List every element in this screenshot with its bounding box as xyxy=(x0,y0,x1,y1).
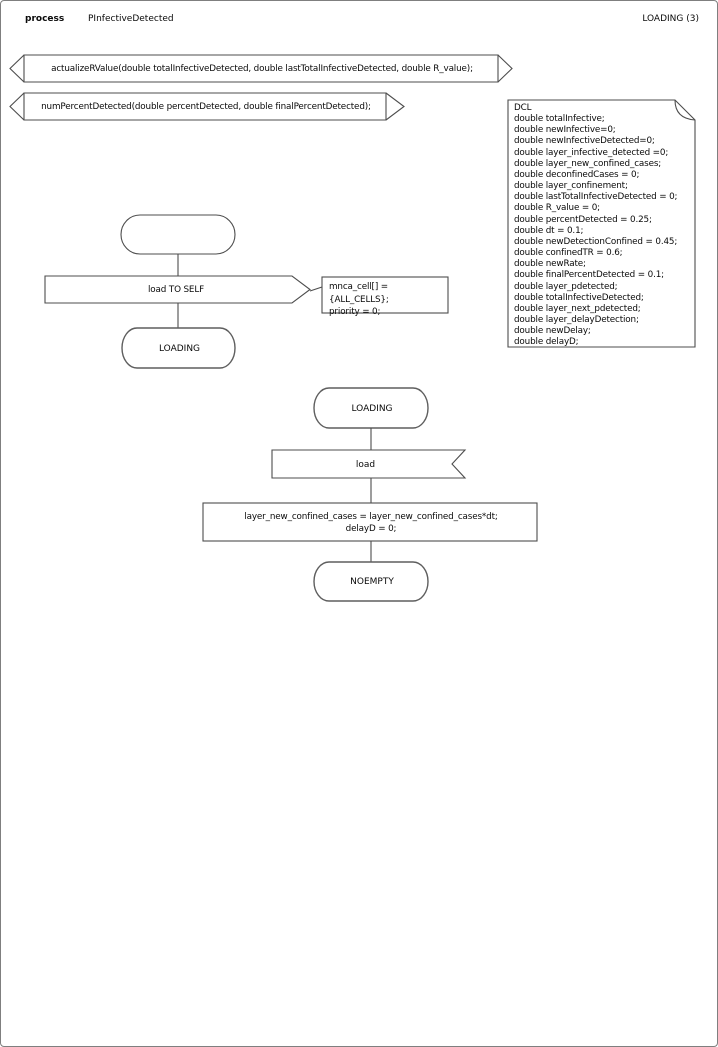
header-page-label: LOADING (3) xyxy=(642,14,699,24)
output-params-text: mnca_cell[] = {ALL_CELLS}; priority = 0; xyxy=(329,282,389,317)
output-params-connector xyxy=(309,286,323,292)
task-text: layer_new_confined_cases = layer_new_con… xyxy=(244,511,498,535)
state-noempty-label: NOEMPTY xyxy=(350,577,394,587)
state-symbol-noempty[interactable] xyxy=(313,561,429,602)
header-process-name: PInfectiveDetected xyxy=(88,14,174,24)
dcl-declarations-text: DCL double totalInfective; double newInf… xyxy=(514,103,678,348)
input-load-label: load xyxy=(355,459,376,470)
procedure-declaration-symbol-1[interactable] xyxy=(9,54,513,83)
procedure-declaration-symbol-2[interactable] xyxy=(9,92,405,121)
start-symbol[interactable] xyxy=(120,214,236,255)
state-loading-2-label: LOADING xyxy=(351,403,393,414)
output-load-to-self-label: load TO SELF xyxy=(148,285,204,295)
output-params-box[interactable] xyxy=(321,276,449,314)
state-symbol-loading[interactable] xyxy=(121,327,236,369)
task-symbol[interactable] xyxy=(202,502,538,542)
input-symbol-load[interactable] xyxy=(271,449,467,479)
procedure-declaration-text-1: actualizeRValue(double totalInfectiveDet… xyxy=(51,64,473,74)
procedure-declaration-text-2: numPercentDetected(double percentDetecte… xyxy=(41,102,371,112)
dcl-text-symbol[interactable] xyxy=(507,99,696,348)
header-kind-label: process xyxy=(25,14,65,24)
output-symbol-load-to-self[interactable] xyxy=(44,275,311,304)
state-loading-label: LOADING xyxy=(158,343,201,354)
